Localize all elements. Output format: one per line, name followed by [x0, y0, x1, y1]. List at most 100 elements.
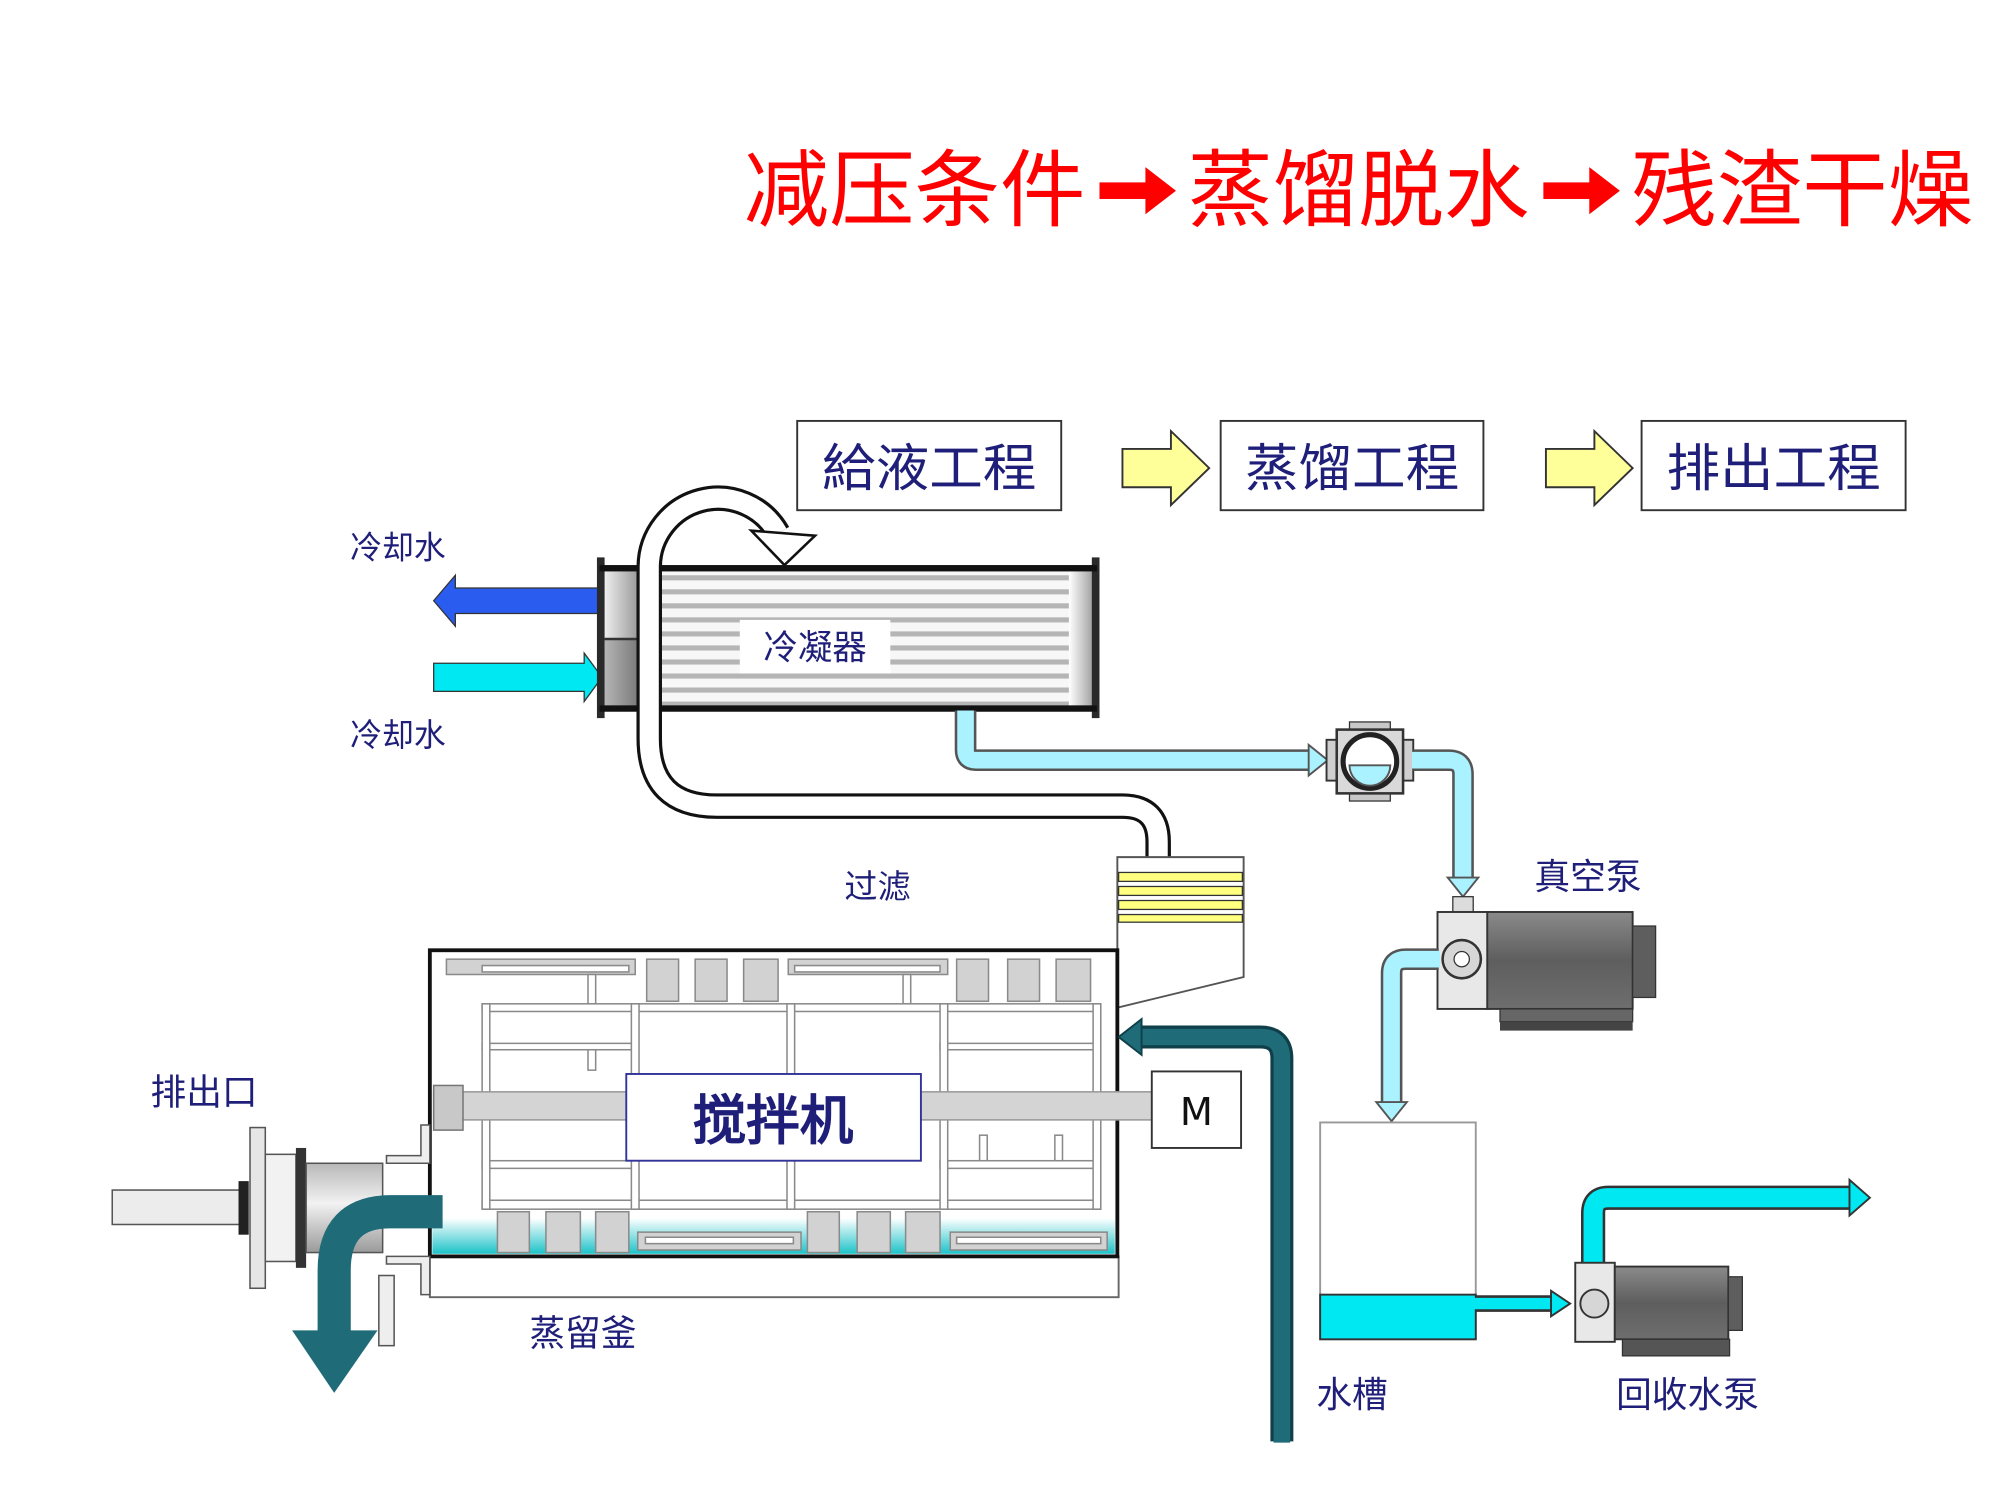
recovery-outlet-pipe-bore	[1583, 1188, 1854, 1265]
recovery-pump-end-cap	[1727, 1276, 1743, 1331]
water-tank-water	[1319, 1293, 1477, 1341]
recovery-pump-label: 回收水泵	[1616, 1375, 1759, 1416]
residue-discharge-arrow-shaft	[317, 1195, 443, 1333]
blade-block	[955, 958, 990, 1003]
discharge-flow-arrowhead-icon	[1374, 1101, 1409, 1123]
filter-label: 过滤	[844, 867, 910, 906]
outlet-bracket-bottom	[385, 1255, 431, 1296]
pump-base-foot	[1500, 1021, 1633, 1031]
process-step-feed: 給液工程	[796, 419, 1063, 512]
blade-block	[645, 958, 680, 1003]
blade-block	[1055, 958, 1092, 1003]
cooling-water-inlet-arrow-icon	[433, 651, 603, 704]
process-step-distillation: 蒸馏工程	[1219, 419, 1485, 512]
vapor-flow-arrowhead-icon	[748, 529, 818, 567]
blade-bar-inner	[644, 1236, 795, 1245]
frame-connector	[587, 1048, 597, 1071]
process-step-box	[1640, 419, 1907, 512]
outlet-bracket-top	[385, 1124, 431, 1165]
agitator-label: 搅拌机	[693, 1089, 854, 1152]
blade-block	[856, 1210, 892, 1254]
condenser: 冷凝器	[596, 557, 1100, 719]
motor-box	[1150, 1070, 1243, 1149]
process-step-box	[796, 419, 1063, 512]
water-tank-label: 水槽	[1316, 1375, 1387, 1416]
suction-flow-arrowhead-icon	[1445, 876, 1481, 899]
frame-rail	[939, 1042, 1102, 1051]
recovery-pump-motor	[1613, 1265, 1730, 1341]
title-segment-reduced-pressure: 减压条件	[744, 141, 1086, 239]
blade-block	[806, 1210, 841, 1254]
vapor-pipe	[636, 485, 1171, 861]
title: 减压条件 蒸馏脱水 残渣干燥	[744, 141, 1974, 239]
outlet-rod	[111, 1189, 244, 1226]
pump-base	[1499, 1008, 1634, 1023]
title-arrow-right-icon	[1543, 167, 1620, 215]
agitator-hub	[432, 1084, 464, 1131]
outlet-flange-dark	[295, 1147, 307, 1268]
condensate-pipe-bore	[957, 710, 1316, 769]
condenser-shell-top	[599, 565, 1097, 572]
condensate-line	[954, 710, 1330, 778]
frame-rail	[481, 1042, 639, 1051]
outlet-support	[378, 1274, 395, 1347]
pump-discharge-line	[1374, 948, 1441, 1123]
outlet-gasket	[264, 1153, 297, 1263]
agitator-label-box	[625, 1073, 922, 1162]
condenser-right-tube-sheet	[1091, 557, 1100, 719]
process-steps: 給液工程 蒸馏工程 排出工程	[796, 419, 1907, 512]
outlet-flange-plate	[249, 1126, 267, 1290]
recovery-outlet-pipe-outline	[1580, 1185, 1853, 1263]
outlet-rod-collar	[238, 1181, 249, 1235]
blade-block	[496, 1210, 531, 1254]
feed-pipe-bore	[1137, 1028, 1291, 1443]
recovery-pump-base	[1621, 1338, 1731, 1357]
condensate-flow-arrowhead-icon	[1307, 742, 1330, 778]
vacuum-suction-line	[1411, 749, 1481, 899]
condenser-label: 冷凝器	[763, 628, 866, 668]
agitator-top-blades	[445, 958, 1092, 1005]
pump-motor-end-cap	[1632, 925, 1657, 999]
title-segment-distillation-dewatering: 蒸馏脱水	[1188, 141, 1530, 239]
blade-block	[594, 1210, 630, 1254]
vacuum-pump-label: 真空泵	[1534, 857, 1641, 898]
blade-block	[742, 958, 779, 1003]
outlet-label: 排出口	[151, 1073, 258, 1114]
frame-connector	[1054, 1134, 1064, 1162]
process-step-discharge: 排出工程	[1640, 419, 1907, 512]
condenser-left-tube-sheet	[596, 557, 605, 719]
cooling-water: 冷却水 冷却水	[350, 529, 603, 754]
suction-pipe-bore	[1411, 751, 1472, 882]
filter-media-layer	[1117, 885, 1243, 897]
blade-block	[1006, 958, 1041, 1003]
blade-block	[694, 958, 728, 1003]
filter-media-layer	[1117, 913, 1243, 923]
process-arrow-right-icon	[1544, 428, 1635, 508]
distillation-still: 搅拌机 M 蒸留釜	[427, 948, 1243, 1355]
blade-block	[904, 1210, 941, 1254]
condenser-shell-bottom	[599, 705, 1097, 712]
frame-connector	[978, 1134, 989, 1162]
cooling-water-outlet-arrow-icon	[432, 573, 601, 629]
filter-media-layer	[1117, 871, 1243, 883]
recovery-pump-port	[1579, 1288, 1610, 1319]
filter-media-layer	[1117, 899, 1243, 911]
discharge-pipe-bore	[1383, 950, 1441, 1106]
recovery-suction-arrowhead-icon	[1550, 1289, 1572, 1319]
motor-label: M	[1180, 1090, 1213, 1135]
blade-connector	[587, 973, 597, 1005]
frame-rail	[939, 1159, 1102, 1170]
process-step-label: 排出工程	[1666, 440, 1880, 499]
blade-connector	[902, 973, 912, 1005]
recovery-water-pump: 回收水泵	[1574, 1177, 1872, 1416]
agitator-bottom-blades	[496, 1210, 1108, 1254]
recovery-suction-line	[1474, 1289, 1572, 1319]
title-segment-residue-drying: 残渣干燥	[1631, 141, 1973, 239]
blade-bar-inner	[481, 964, 630, 973]
blade-bar-inner	[955, 1236, 1102, 1245]
recovery-outlet-arrowhead-icon	[1848, 1177, 1872, 1218]
condenser-left-header-lower	[604, 639, 638, 708]
vacuum-pump: 真空泵	[1436, 857, 1657, 1031]
residue-discharge-arrowhead-icon	[292, 1330, 378, 1393]
